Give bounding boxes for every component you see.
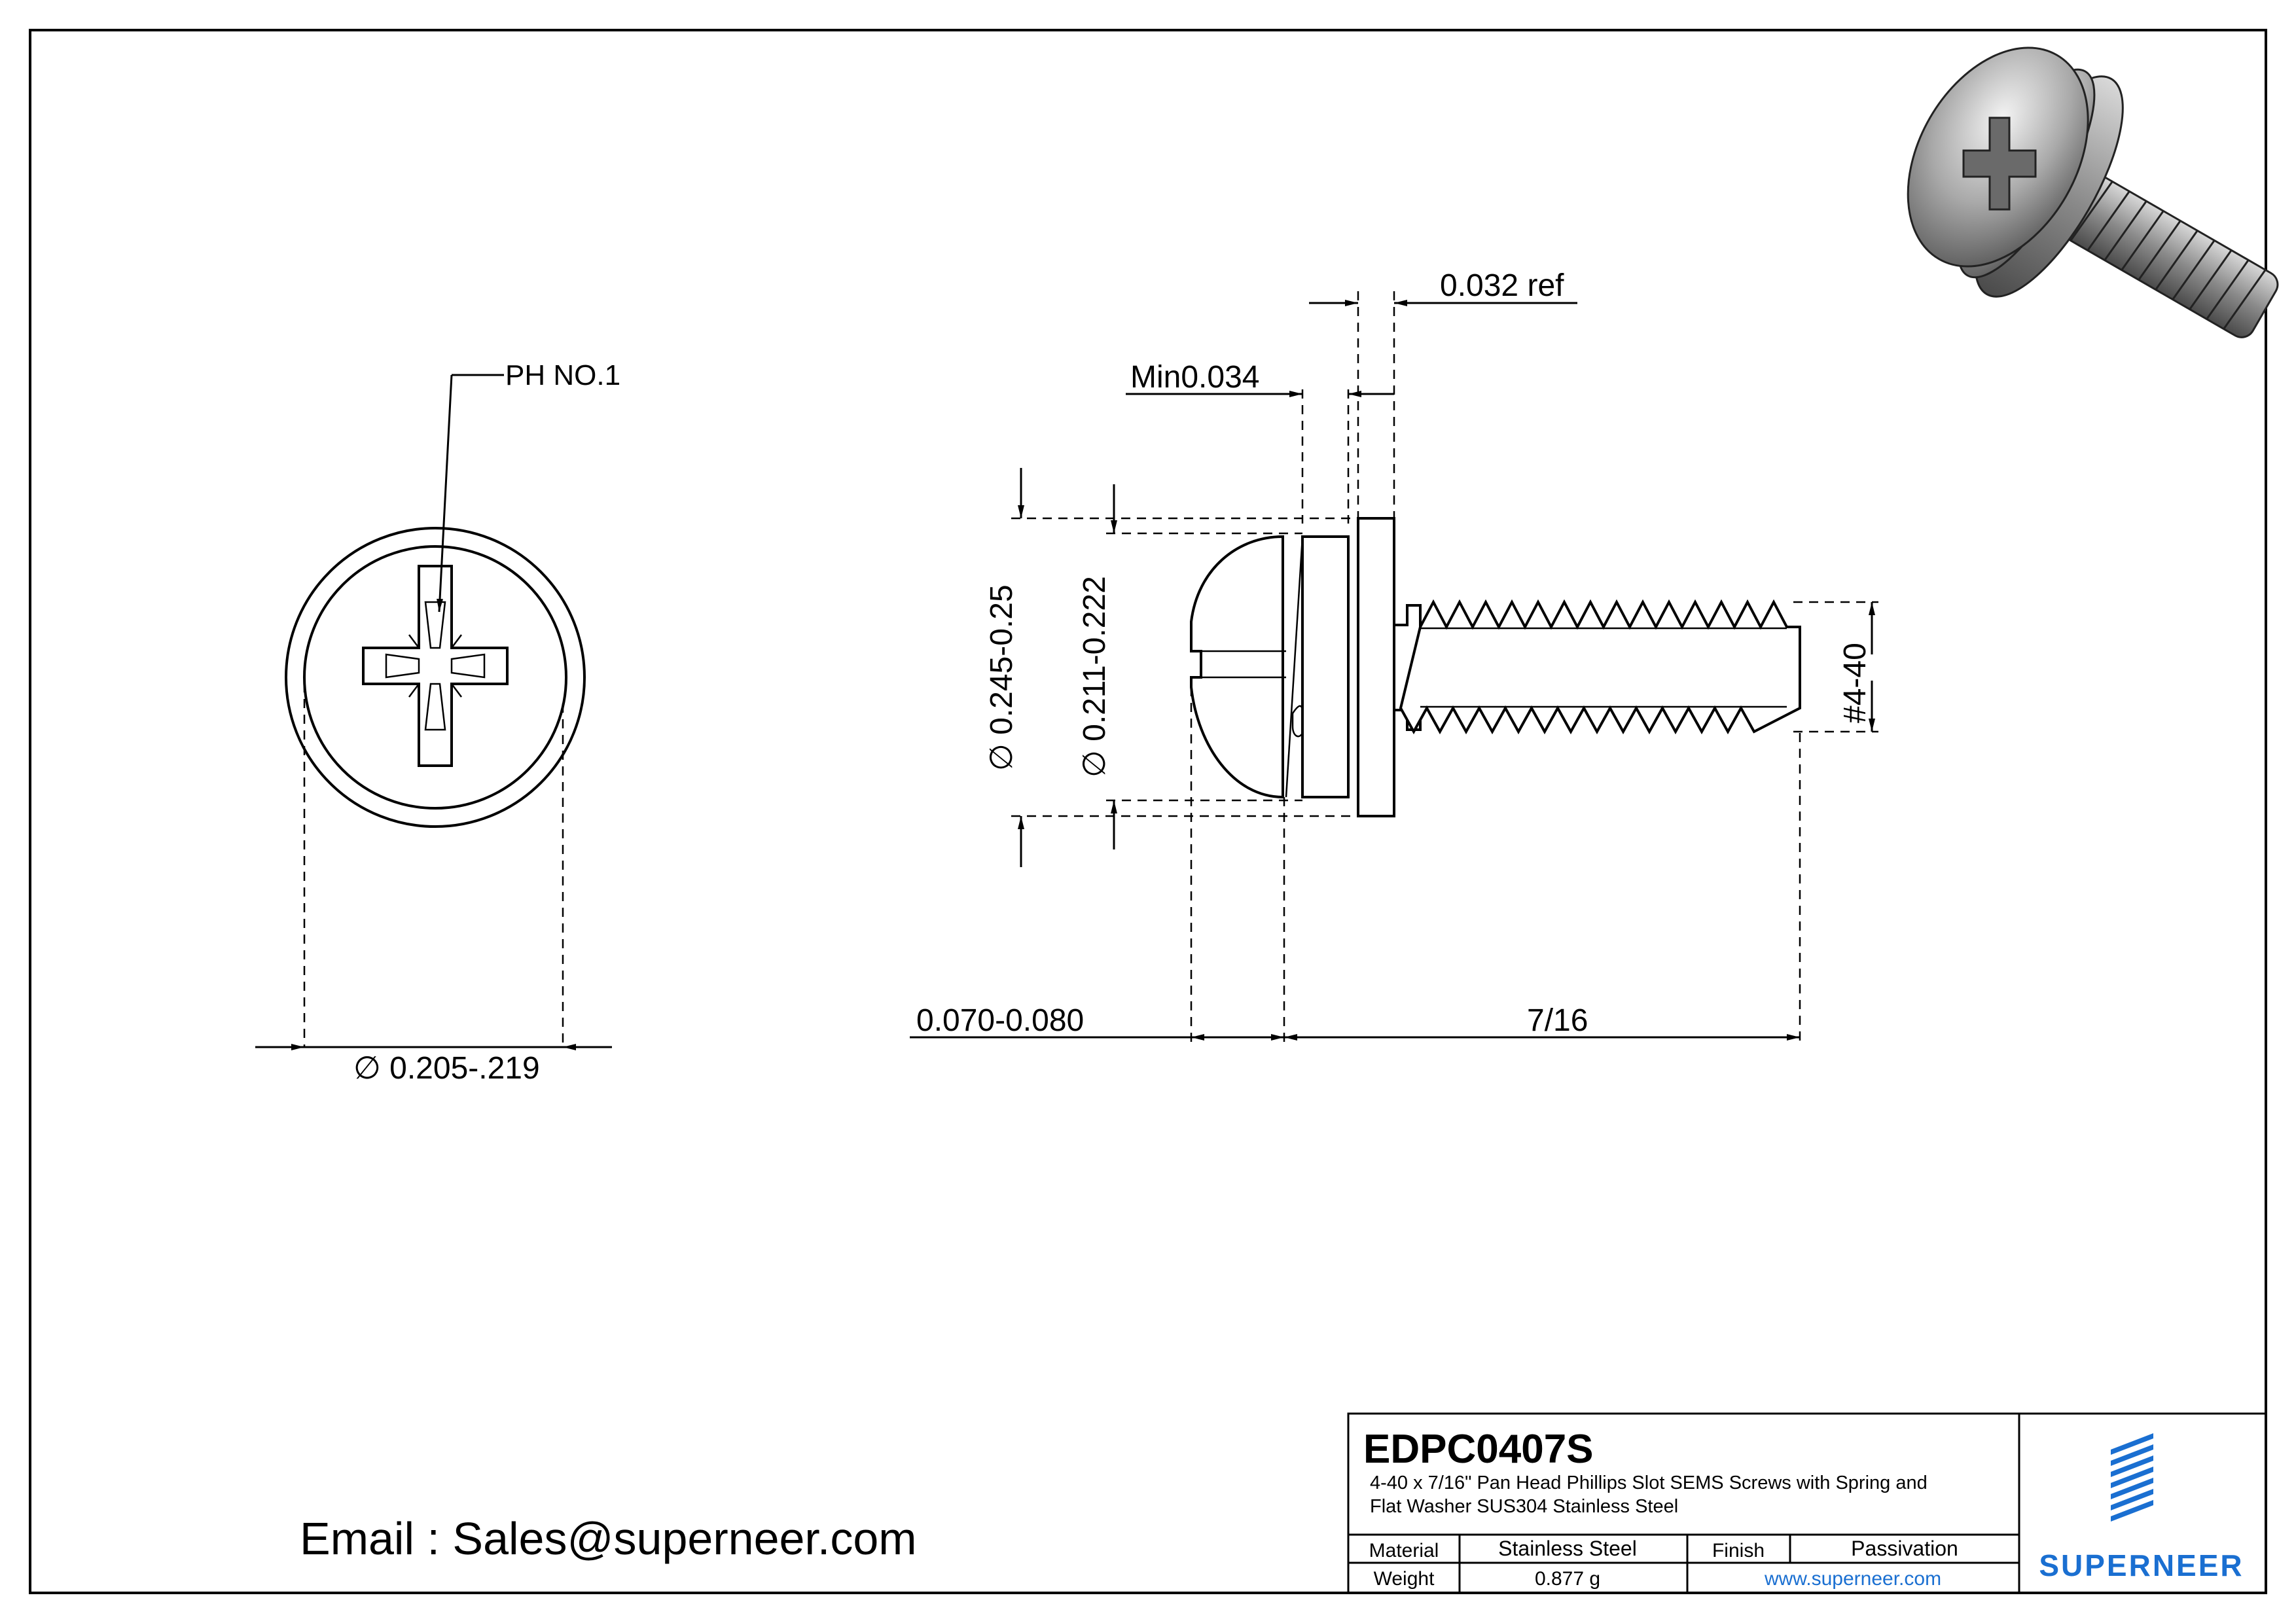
dimension-min0034: Min0.034 — [1126, 360, 1394, 524]
title-block: EDPC0407S 4-40 x 7/16" Pan Head Phillips… — [1347, 1412, 2267, 1594]
brand-name: SUPERNEER — [2039, 1548, 2244, 1582]
part-number: EDPC0407S — [1363, 1427, 1594, 1472]
thread-text: #4-40 — [1838, 643, 1873, 723]
sheet-border — [29, 29, 2267, 1594]
material-value: Stainless Steel — [1498, 1537, 1637, 1560]
head-diameter-dimension: ∅ 0.205-.219 — [255, 668, 612, 1086]
email-text: Email : Sales@superneer.com — [300, 1513, 917, 1564]
description-line-2: Flat Washer SUS304 Stainless Steel — [1370, 1496, 1678, 1517]
washer-outer-diameter-dimension: ∅ 0.245-0.25 — [984, 468, 1358, 867]
head-top-view — [285, 527, 586, 828]
material-label: Material — [1369, 1540, 1439, 1561]
head-height-text: 0.070-0.080 — [916, 1003, 1084, 1038]
finish-label: Finish — [1712, 1540, 1765, 1561]
weight-label: Weight — [1374, 1568, 1435, 1590]
screw-3d-render-icon — [1907, 46, 2279, 338]
washer-inner-text: ∅ 0.211-0.222 — [1077, 576, 1112, 777]
dimension-0032-ref: 0.032 ref — [1309, 268, 1577, 518]
screw-side-view — [1190, 517, 1801, 817]
ref-text: 0.032 ref — [1440, 268, 1564, 303]
head-diameter-text: ∅ 0.205-.219 — [353, 1051, 540, 1086]
washer-inner-diameter-dimension: ∅ 0.211-0.222 — [1077, 484, 1302, 849]
thread-dimension: #4-40 — [1793, 601, 1878, 733]
washer-outer-text: ∅ 0.245-0.25 — [984, 584, 1019, 771]
website-link[interactable]: www.superneer.com — [1764, 1568, 1941, 1590]
length-text: 7/16 — [1527, 1003, 1588, 1038]
description-line-1: 4-40 x 7/16" Pan Head Phillips Slot SEMS… — [1370, 1472, 1928, 1493]
weight-value: 0.877 g — [1535, 1568, 1600, 1590]
finish-value: Passivation — [1851, 1537, 1958, 1560]
head-height-dimension: 0.070-0.080 — [910, 687, 1285, 1047]
min-text: Min0.034 — [1130, 360, 1259, 395]
phillips-callout: PH NO.1 — [437, 359, 620, 613]
phillips-callout-text: PH NO.1 — [505, 359, 620, 391]
length-dimension: 7/16 — [1284, 733, 1801, 1047]
superneer-stripes-logo — [2111, 1433, 2153, 1522]
